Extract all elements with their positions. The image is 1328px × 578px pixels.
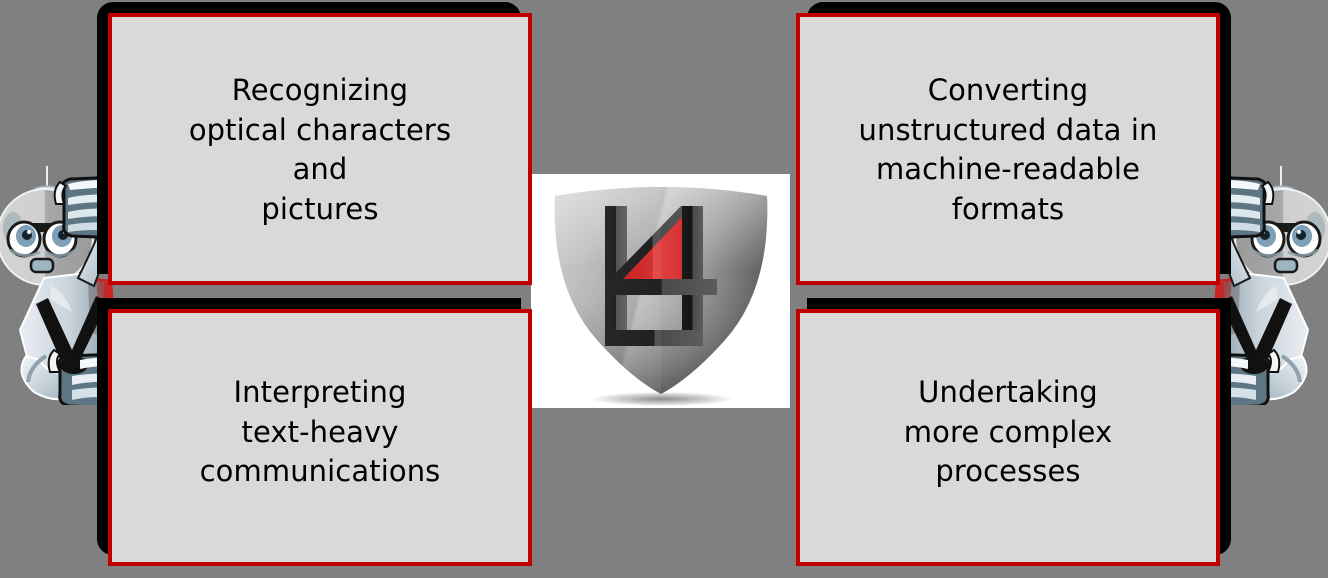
- capability-box-top-left-label: Recognizing optical characters and pictu…: [188, 73, 452, 227]
- capability-box-top-right[interactable]: Converting unstructured data in machine-…: [796, 13, 1220, 285]
- capability-box-bottom-left-label: Interpreting text-heavy communications: [199, 375, 441, 489]
- capability-box-bottom-left[interactable]: Interpreting text-heavy communications: [108, 309, 532, 566]
- capability-box-bottom-right[interactable]: Undertaking more complex processes: [796, 309, 1220, 566]
- capability-box-top-right-label: Converting unstructured data in machine-…: [858, 73, 1158, 227]
- capability-box-top-left[interactable]: Recognizing optical characters and pictu…: [108, 13, 532, 285]
- shield-logo: [539, 180, 783, 405]
- shield-drop-shadow: [592, 392, 732, 406]
- capability-box-bottom-right-label: Undertaking more complex processes: [903, 375, 1113, 489]
